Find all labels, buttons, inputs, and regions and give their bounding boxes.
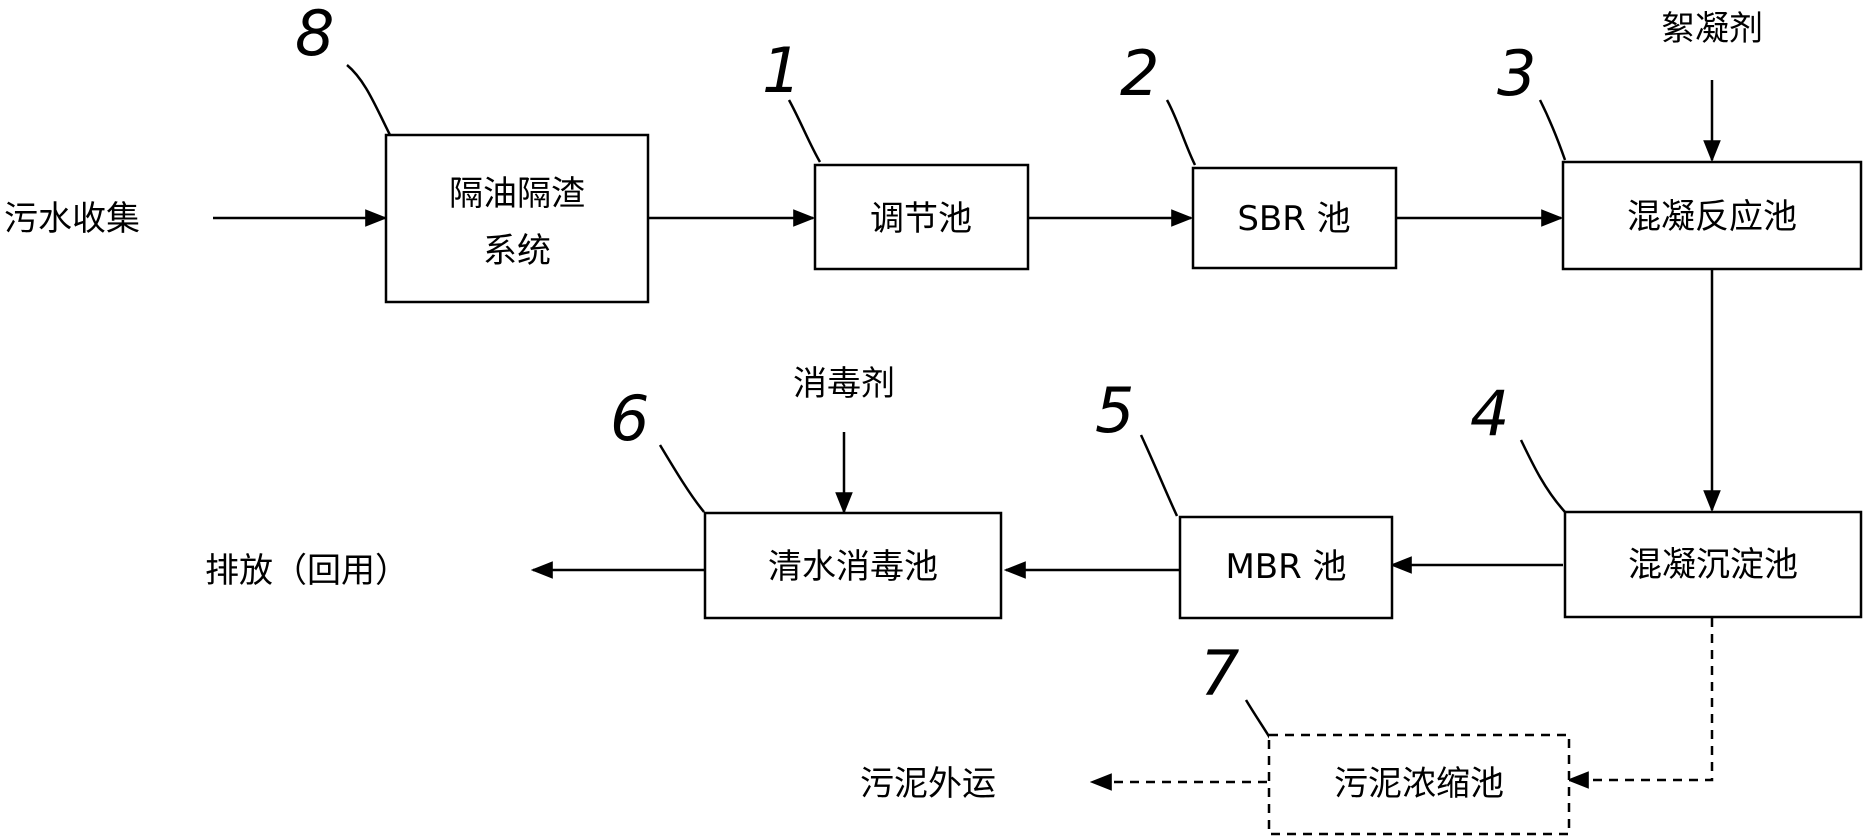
node-label-line: 系统 [483,231,551,271]
node-label-line: 隔油隔渣 [449,174,585,214]
node-number-3: 3 [1497,37,1536,110]
node-label: 混凝反应池 [1627,197,1797,237]
node-number-4: 4 [1470,377,1509,450]
label-sewage-collection: 污水收集 [4,199,140,239]
label-flocculant: 絮凝剂 [1661,9,1763,49]
label-sludge-transport: 污泥外运 [860,764,996,804]
leader-3 [1538,99,1567,161]
number-leaders [346,64,1567,739]
node-coagulation-sedimentation-tank: 混凝沉淀池 [1563,510,1863,619]
node-label: SBR 池 [1237,199,1350,239]
leader-7 [1244,699,1272,739]
leader-1 [787,99,822,163]
leader-4 [1519,439,1566,513]
leader-2 [1165,99,1197,166]
node-clear-water-disinfection-tank: 清水消毒池 [703,511,1003,620]
leader-8 [346,64,392,136]
node-coagulation-reaction-tank: 混凝反应池 [1561,160,1863,271]
node-sludge-thickener: 污泥浓缩池 [1267,733,1571,836]
node-number-2: 2 [1120,37,1159,110]
leader-6 [658,444,705,513]
node-label: MBR 池 [1225,547,1346,587]
node-number-8: 8 [295,0,334,70]
node-regulating-tank: 调节池 [813,163,1030,271]
node-label: 清水消毒池 [768,547,938,587]
node-label: 调节池 [870,199,972,239]
node-number-6: 6 [610,382,649,455]
edges [213,80,1721,791]
edge-sedimentation-to-sludge-thickener [1566,618,1714,789]
node-number-7: 7 [1200,637,1239,710]
leader-5 [1139,434,1179,517]
node-oil-slag-separator: 隔油隔渣 系统 [384,133,650,304]
node-number-5: 5 [1095,374,1134,447]
node-sbr-tank: SBR 池 [1191,166,1398,270]
node-mbr-tank: MBR 池 [1178,515,1394,620]
node-label: 混凝沉淀池 [1628,545,1798,585]
node-label: 污泥浓缩池 [1334,764,1504,804]
label-disinfectant: 消毒剂 [793,364,895,404]
label-discharge-reuse: 排放（回用） [205,551,409,591]
node-number-1: 1 [762,34,801,107]
